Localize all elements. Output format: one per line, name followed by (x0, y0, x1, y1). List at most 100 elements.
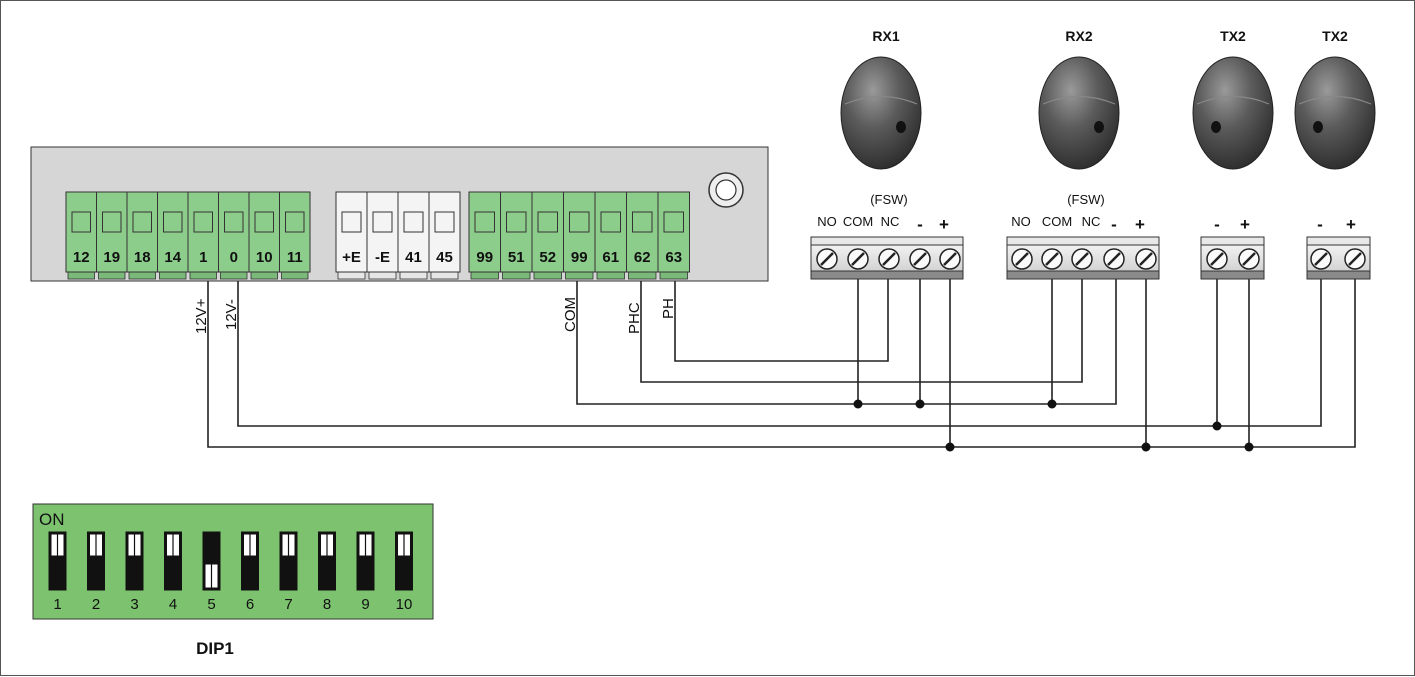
wire-phc (640, 279, 1083, 383)
terminal-screw-slot (434, 211, 455, 233)
device-pin-label: - (1111, 215, 1117, 234)
dip-on-label: ON (39, 510, 65, 529)
screw-icon (816, 248, 838, 270)
device-title: TX2 (1220, 28, 1246, 44)
terminal-label: 12 (73, 249, 90, 266)
terminal-4: 61 (594, 191, 627, 280)
terminal-screw-slot (569, 211, 590, 233)
screw-icon (1071, 248, 1093, 270)
dip-switch-number: 5 (207, 596, 215, 613)
screw-icon (909, 248, 931, 270)
terminal-3: 14 (157, 191, 189, 280)
dip-switch-number: 2 (92, 596, 100, 613)
dip-switch-10[interactable]: 10 (395, 531, 413, 613)
terminal-0: 99 (468, 191, 501, 280)
junction-dot (1141, 442, 1151, 452)
terminal-4: 1 (187, 191, 219, 280)
dip-switch-6[interactable]: 6 (241, 531, 259, 613)
photocell-sensor-icon (840, 56, 922, 170)
device-title: RX2 (1065, 28, 1092, 44)
photocell-sensor-icon (1038, 56, 1120, 170)
dip-switch-8[interactable]: 8 (318, 531, 336, 613)
device-pin-label: - (1214, 215, 1220, 234)
photocell-sensor-icon (1294, 56, 1376, 170)
terminal-screw-slot (663, 211, 684, 233)
terminal-5: 0 (218, 191, 250, 280)
device-pin-label: - (1317, 215, 1323, 234)
device-pin-label: NC (881, 214, 900, 229)
junction-dot (945, 442, 955, 452)
dip-switch-1[interactable]: 1 (48, 531, 67, 613)
terminal-6: 63 (657, 191, 690, 280)
device-pin-label: + (1346, 215, 1356, 234)
terminal-6: 10 (248, 191, 280, 280)
terminal-2: 41 (397, 191, 430, 280)
device-terminal-block (1200, 236, 1265, 280)
terminal-label: 19 (103, 249, 120, 266)
device-3: TX2 - + (1192, 28, 1274, 280)
terminal-label: 62 (634, 249, 651, 266)
device-title: RX1 (872, 28, 899, 44)
dip-switch-9[interactable]: 9 (356, 531, 375, 613)
dip-switch-7[interactable]: 7 (279, 531, 298, 613)
terminal-screw-slot (71, 211, 91, 233)
dip-switch-5[interactable]: 5 (202, 531, 221, 613)
dip-switch-3[interactable]: 3 (125, 531, 144, 613)
dip-switch-number: 3 (130, 596, 138, 613)
device-fsw-label: (FSW) (1067, 192, 1105, 207)
terminal-label: 45 (436, 249, 453, 266)
dip-switch-number: 10 (396, 596, 413, 613)
terminal-label: -E (375, 249, 390, 266)
dip-switch-4[interactable]: 4 (164, 531, 182, 613)
screw-icon (1344, 248, 1366, 270)
device-pin-label: + (1240, 215, 1250, 234)
screw-icon (1135, 248, 1157, 270)
label-com: COM (562, 297, 579, 332)
screw-icon (878, 248, 900, 270)
terminal-2: 52 (531, 191, 564, 280)
device-pin-label: COM (843, 214, 873, 229)
terminal-7: 11 (279, 191, 311, 280)
junction-dot (853, 399, 863, 409)
junction-dot (1047, 399, 1057, 409)
dip-switch-2[interactable]: 2 (87, 531, 105, 613)
terminal-screw-slot (254, 211, 274, 233)
device-pin-label: NO (817, 214, 837, 229)
terminal-1: 51 (500, 191, 533, 280)
terminal-label: 61 (602, 249, 619, 266)
device-pin-label: NO (1011, 214, 1031, 229)
terminal-block-middle: +E -E 41 45 (335, 191, 461, 280)
label-12v-plus: 12V+ (193, 298, 210, 334)
terminal-screw-slot (163, 211, 183, 233)
terminal-label: 52 (539, 249, 556, 266)
terminal-screw-slot (193, 211, 213, 233)
terminal-label: +E (342, 249, 361, 266)
terminal-2: 18 (126, 191, 158, 280)
label-ph: PH (660, 298, 677, 319)
junction-dot (1212, 421, 1222, 431)
dip-switch-number: 8 (323, 596, 331, 613)
terminal-label: 63 (665, 249, 682, 266)
screw-icon (1041, 248, 1063, 270)
terminal-screw-slot (372, 211, 393, 233)
terminal-label: 1 (199, 249, 207, 266)
terminal-screw-slot (474, 211, 495, 233)
terminal-screw-slot (285, 211, 305, 233)
terminal-label: 41 (405, 249, 422, 266)
device-title: TX2 (1322, 28, 1348, 44)
dip-switch-number: 1 (53, 596, 61, 613)
wiring (207, 279, 1356, 448)
terminal-label: 51 (508, 249, 525, 266)
terminal-5: 62 (626, 191, 659, 280)
terminal-label: 0 (230, 249, 238, 266)
dip-caption: DIP1 (196, 639, 234, 658)
terminal-1: 19 (96, 191, 128, 280)
